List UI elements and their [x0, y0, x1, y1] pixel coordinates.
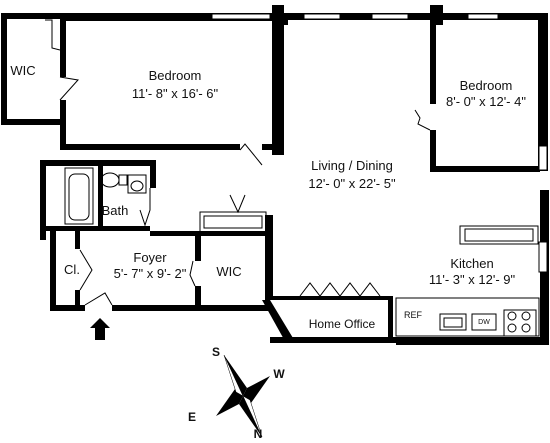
room-bedroom-main-dims: 11'- 8" x 16'- 6" [132, 86, 219, 101]
compass-rose: S W E N [188, 345, 285, 441]
entry-arrow-icon [90, 318, 110, 340]
doors [45, 19, 431, 306]
windows [211, 13, 548, 273]
room-wic-top-label: WIC [10, 63, 35, 78]
compass-w: W [273, 367, 285, 381]
compass-s: S [212, 345, 220, 359]
walls [1, 5, 549, 345]
room-kitchen-dims: 11'- 3" x 12'- 9" [429, 272, 516, 287]
appliance-ref-label: REF [404, 310, 423, 320]
room-bedroom-second-label: Bedroom [460, 78, 513, 93]
room-bedroom-second-dims: 8'- 0" x 12'- 4" [446, 94, 526, 109]
room-foyer-dims: 5'- 7" x 9'- 2" [114, 266, 187, 281]
appliance-dw-label: DW [478, 319, 490, 326]
compass-e: E [188, 410, 196, 424]
room-wic-foyer-label: WIC [216, 264, 241, 279]
fixtures [64, 167, 540, 337]
room-home-office-label: Home Office [309, 317, 376, 331]
room-labels: WIC Bedroom 11'- 8" x 16'- 6" Bedroom 8'… [10, 63, 526, 331]
room-kitchen-label: Kitchen [450, 256, 493, 271]
compass-n: N [254, 427, 263, 441]
room-bath-label: Bath [102, 203, 129, 218]
room-foyer-label: Foyer [133, 250, 167, 265]
room-closet-label: Cl. [64, 262, 80, 277]
room-bedroom-main-label: Bedroom [149, 68, 202, 83]
room-living-dining-label: Living / Dining [311, 158, 393, 173]
room-living-dining-dims: 12'- 0" x 22'- 5" [308, 176, 396, 191]
